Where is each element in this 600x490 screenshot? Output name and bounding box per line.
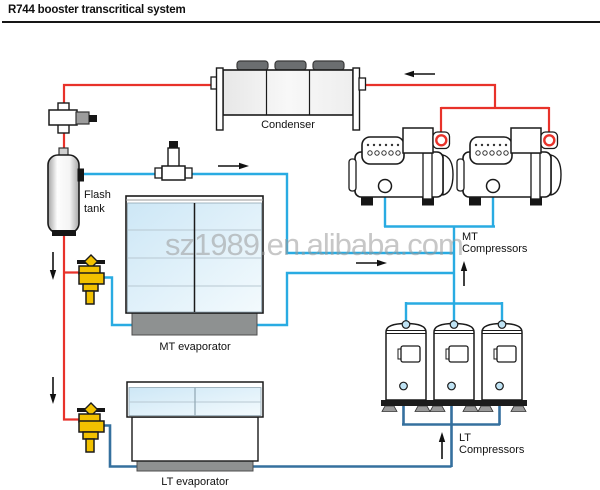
lt3-terminal-box xyxy=(496,345,517,363)
condenser xyxy=(210,60,367,131)
condenser-body xyxy=(222,69,354,116)
lt1-right-foot xyxy=(414,405,431,412)
mt-valve-body-lower xyxy=(82,283,99,292)
mt1-head-valves xyxy=(367,150,401,156)
hp-valve-body xyxy=(48,109,78,126)
lt-expansion-valve xyxy=(77,402,105,453)
lt2-discharge-port xyxy=(449,320,459,329)
mt-evaporator-base xyxy=(131,312,258,336)
lt-evaporator xyxy=(126,381,264,472)
lt1-discharge-port xyxy=(401,320,411,329)
hp-valve-actuator xyxy=(75,111,90,125)
lt3-discharge-port xyxy=(497,320,507,329)
flow-arrow-left-icon xyxy=(404,70,435,78)
lt-valve-stem xyxy=(85,438,95,453)
title-separator xyxy=(2,21,600,23)
mt-expansion-valve xyxy=(77,254,105,305)
lt1-base xyxy=(381,400,431,406)
pipe-highpressure-main xyxy=(62,83,497,421)
bypass-valve-body xyxy=(161,165,186,181)
page-title: R744 booster transcritical system xyxy=(8,4,186,16)
lt-valve-body-lower xyxy=(82,431,99,440)
lt-compressors-label: LT Compressors xyxy=(459,432,525,456)
condenser-left-plate xyxy=(215,67,224,131)
mt2-end-bell xyxy=(550,154,562,196)
flow-arrow-down-1-icon xyxy=(49,252,57,280)
discharge-piping xyxy=(62,83,551,421)
mt2-motor-box xyxy=(510,127,542,154)
flow-arrow-right-suction-icon xyxy=(356,259,387,267)
mt1-left-foot xyxy=(361,197,373,206)
lt1-terminal-box xyxy=(400,345,421,363)
mt1-end-bell xyxy=(442,154,454,196)
flash-gas-bypass-valve xyxy=(154,141,193,181)
lt1-left-foot xyxy=(381,405,398,412)
lt-valve-body-mid xyxy=(78,420,105,433)
condenser-fan-2 xyxy=(274,60,307,71)
condenser-right-plate xyxy=(352,67,361,131)
lt-compressor-2 xyxy=(429,320,479,412)
pipe-lt-evap-loop xyxy=(103,424,452,468)
high-pressure-valve xyxy=(48,102,97,134)
mt2-head-bolts xyxy=(474,143,508,147)
lt3-left-foot xyxy=(477,405,494,412)
flow-arrow-up-lt-icon xyxy=(438,432,446,459)
mt1-discharge-ring xyxy=(435,134,448,147)
mt2-right-foot xyxy=(530,197,542,206)
lt3-right-foot xyxy=(510,405,527,412)
lt1-suction-port xyxy=(399,381,408,391)
mt2-left-foot xyxy=(469,197,481,206)
flow-arrow-down-2-icon xyxy=(49,377,57,404)
mt-compressors-label: MT Compressors xyxy=(462,231,528,255)
lt3-suction-port xyxy=(495,381,504,391)
watermark: sz1989.en.alibaba.com xyxy=(165,227,464,262)
mt2-standpipe xyxy=(530,152,541,200)
flash-tank-gas-port xyxy=(77,168,84,182)
lt-evaporator-label: LT evaporator xyxy=(161,476,229,488)
lt-compressor-3 xyxy=(477,320,527,412)
mt2-head-valves xyxy=(475,150,509,156)
flow-arrows xyxy=(49,70,468,459)
flow-arrow-up-mt-icon xyxy=(460,261,468,286)
mt1-head-bolts xyxy=(366,143,400,147)
mt-evaporator-label: MT evaporator xyxy=(159,341,231,353)
mt-compressor-2 xyxy=(456,127,562,206)
condenser-label: Condenser xyxy=(261,119,315,131)
condenser-fan-1 xyxy=(236,60,269,71)
flash-tank-label: Flash tank xyxy=(84,189,111,215)
mt1-left-cap xyxy=(348,158,357,192)
mt-compressor-1 xyxy=(348,127,454,206)
mt1-standpipe xyxy=(422,152,433,200)
mt2-left-cap xyxy=(456,158,465,192)
mt1-suction-port xyxy=(377,178,393,194)
mt-valve-body-mid xyxy=(78,272,105,285)
lt-compressor-1 xyxy=(381,320,431,412)
flash-tank-bottom-cap xyxy=(52,230,76,236)
lt3-base xyxy=(477,400,527,406)
bypass-valve-stem xyxy=(167,147,180,169)
mt1-motor-box xyxy=(402,127,434,154)
lt2-left-foot xyxy=(429,405,446,412)
lt2-right-foot xyxy=(462,405,479,412)
lt2-suction-port xyxy=(447,381,456,391)
lt-evaporator-base xyxy=(136,460,254,472)
bypass-valve-left-stub xyxy=(154,167,163,179)
flash-tank-vessel xyxy=(47,154,80,234)
mt2-discharge-ring xyxy=(543,134,556,147)
mt-evaporator xyxy=(125,195,264,336)
lt2-terminal-box xyxy=(448,345,469,363)
mt-valve-stem xyxy=(85,290,95,305)
bypass-valve-right-stub xyxy=(184,167,193,179)
lt2-base xyxy=(429,400,479,406)
bypass-valve-cap xyxy=(169,141,178,149)
flash-tank xyxy=(47,147,84,236)
lt-evaporator-body xyxy=(131,416,259,462)
flow-arrow-right-flashgas-icon xyxy=(218,162,249,170)
hp-valve-actuator-stub xyxy=(89,115,97,122)
condenser-right-tab xyxy=(358,77,367,91)
condenser-fan-3 xyxy=(312,60,345,71)
mt1-right-foot xyxy=(422,197,434,206)
mt2-suction-port xyxy=(485,178,501,194)
